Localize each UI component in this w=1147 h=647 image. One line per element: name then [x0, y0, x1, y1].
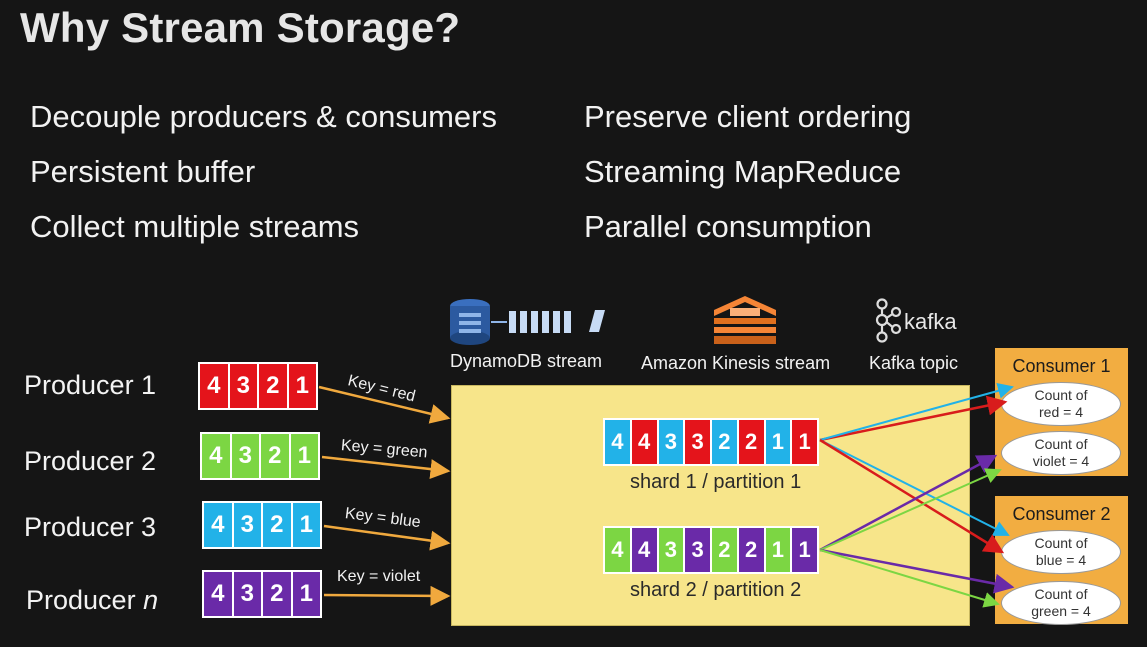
record: 1 — [288, 364, 316, 408]
bullet-decouple: Decouple producers & consumers — [30, 99, 497, 134]
record: 3 — [685, 528, 710, 572]
slide-title: Why Stream Storage? — [20, 4, 461, 51]
arrow-green-to-consumer-2 — [819, 549, 1000, 608]
record: 2 — [259, 364, 287, 408]
key-violet-label: Key = violet — [337, 568, 421, 585]
record: 2 — [712, 528, 737, 572]
producer-n-records: 4 3 2 1 — [202, 570, 322, 618]
record: 4 — [605, 528, 630, 572]
record: 3 — [233, 572, 261, 616]
record: 2 — [263, 572, 291, 616]
consumer-2-title: Consumer 2 — [1012, 504, 1111, 524]
record: 1 — [765, 528, 791, 572]
kafka-logo-text: kafka — [904, 309, 957, 334]
bullet-preserve-ordering: Preserve client ordering — [584, 99, 912, 134]
record: 1 — [792, 528, 817, 572]
record: 4 — [631, 528, 657, 572]
producer-n-label: Producer n — [26, 585, 159, 615]
record: 4 — [204, 572, 232, 616]
record: 4 — [204, 503, 232, 547]
producer-2-records: 4 3 2 1 — [200, 432, 320, 480]
arrow-key-red — [318, 385, 451, 424]
arrow-key-green — [321, 455, 451, 480]
record: 1 — [290, 434, 318, 478]
producer-1-records: 4 3 2 1 — [198, 362, 318, 410]
arrow-violet-to-consumer-1 — [819, 454, 998, 552]
arrow-key-violet — [323, 585, 451, 606]
producer-2-label: Producer 2 — [24, 446, 157, 476]
shard-2-label: shard 2 / partition 2 — [630, 579, 802, 601]
record: 1 — [792, 420, 817, 464]
bullet-persistent-buffer: Persistent buffer — [30, 154, 256, 189]
kafka-topic-label: Kafka topic — [869, 353, 959, 373]
shard-2-records: 4 4 3 3 2 2 1 1 — [603, 526, 819, 574]
record: 2 — [261, 434, 289, 478]
record: 1 — [292, 503, 320, 547]
record: 2 — [712, 420, 737, 464]
record: 3 — [685, 420, 710, 464]
record: 2 — [738, 420, 764, 464]
producer-3-records: 4 3 2 1 — [202, 501, 322, 549]
producer-1-label: Producer 1 — [24, 370, 157, 400]
record: 4 — [202, 434, 230, 478]
arrow-blue-to-consumer-2 — [819, 439, 1010, 536]
kinesis-stream-label: Amazon Kinesis stream — [641, 353, 831, 373]
record: 1 — [765, 420, 791, 464]
bullet-streaming-mapreduce: Streaming MapReduce — [584, 154, 902, 189]
arrow-key-blue — [323, 524, 451, 551]
record: 4 — [200, 364, 228, 408]
amazon-kinesis-icon — [714, 296, 776, 344]
arrow-violet-to-consumer-2 — [819, 548, 1015, 594]
consumer-1-title: Consumer 1 — [1012, 356, 1111, 376]
record: 3 — [233, 503, 261, 547]
record: 3 — [229, 364, 257, 408]
record: 4 — [631, 420, 657, 464]
record: 3 — [658, 420, 684, 464]
shard-1-label: shard 1 / partition 1 — [630, 471, 802, 493]
kafka-icon — [875, 298, 902, 343]
record: 3 — [658, 528, 684, 572]
record: 1 — [292, 572, 320, 616]
bullet-parallel-consumption: Parallel consumption — [584, 209, 872, 244]
record: 2 — [738, 528, 764, 572]
dynamodb-stream-icon — [450, 299, 605, 345]
bullet-collect-streams: Collect multiple streams — [30, 209, 360, 244]
record: 4 — [605, 420, 630, 464]
shard-1-records: 4 4 3 3 2 2 1 1 — [603, 418, 819, 466]
arrow-red-to-consumer-1 — [819, 395, 1008, 442]
record: 2 — [263, 503, 291, 547]
arrow-green-to-consumer-1 — [819, 468, 1002, 551]
dynamodb-stream-label: DynamoDB stream — [450, 351, 603, 371]
arrow-red-to-consumer-2 — [819, 438, 1005, 554]
arrow-blue-to-consumer-1 — [819, 383, 1014, 441]
record: 3 — [231, 434, 259, 478]
producer-3-label: Producer 3 — [24, 512, 157, 542]
